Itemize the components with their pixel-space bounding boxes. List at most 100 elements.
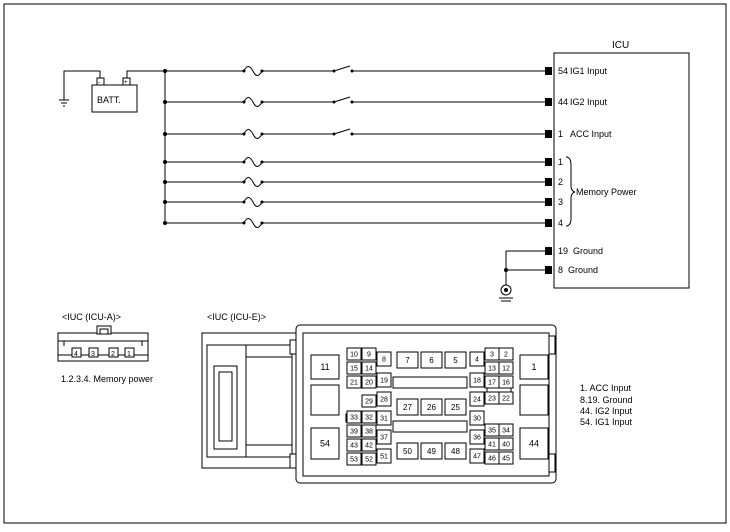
terminal-cell: 38 xyxy=(361,424,377,438)
terminal-label: 52 xyxy=(365,456,373,463)
circuit-5: 2 xyxy=(163,177,563,187)
terminal-label: 35 xyxy=(488,427,496,434)
terminal-cell: 25 xyxy=(444,398,467,416)
terminal-label: 34 xyxy=(502,427,510,434)
fuse-icon xyxy=(243,218,263,228)
terminal-cell: 51 xyxy=(376,448,392,464)
terminal-label: 23 xyxy=(488,395,496,402)
terminal-label: 10 xyxy=(350,351,358,358)
pin-ground-2-label: Ground xyxy=(568,265,598,275)
terminal-label: 45 xyxy=(502,455,510,462)
terminal-label: 47 xyxy=(473,453,481,460)
terminal-cell: 22 xyxy=(498,391,514,405)
connector-a-pin: 1 xyxy=(127,351,131,358)
pin-terminal xyxy=(545,219,552,227)
switch-icon xyxy=(333,65,351,72)
terminal-label: 18 xyxy=(473,377,481,384)
terminal-cell: 17 xyxy=(484,375,500,389)
connector-a-title: <IUC (ICU-A)> xyxy=(62,312,121,322)
terminal-cell: 44 xyxy=(519,427,549,460)
terminal-label: 41 xyxy=(488,441,496,448)
pin-number: 1 xyxy=(558,157,563,167)
terminal-cell: 36 xyxy=(469,429,485,445)
terminal-label: 6 xyxy=(429,356,434,365)
connector-a-pin: 2 xyxy=(111,351,115,358)
battery-label: BATT. xyxy=(97,95,121,105)
terminal-label: 3 xyxy=(490,351,494,358)
terminal-cell: 32 xyxy=(361,410,377,424)
pin-number: 54 xyxy=(558,66,568,76)
terminal-cell: 8 xyxy=(376,351,392,367)
terminal-label: 36 xyxy=(473,434,481,441)
terminal-label: 29 xyxy=(365,398,373,405)
terminal-cell: 31 xyxy=(376,410,392,426)
terminal-label: 49 xyxy=(427,447,436,456)
terminal-cell: 46 xyxy=(484,451,500,465)
terminal-label: 22 xyxy=(502,395,510,402)
terminal-cell: 4 xyxy=(469,351,485,367)
fuse-icon xyxy=(243,177,263,187)
terminal-label: 7 xyxy=(405,356,410,365)
pin-label: ACC Input xyxy=(570,129,612,139)
battery-box xyxy=(91,84,138,113)
terminal-cell: 3 xyxy=(484,347,500,361)
ground-circuit: 19 Ground 8 Ground xyxy=(499,246,603,302)
terminal-cell: 39 xyxy=(346,424,362,438)
pin-number: 4 xyxy=(558,218,563,228)
terminal-cell: 10 xyxy=(346,347,362,361)
terminal-label: 1 xyxy=(531,362,536,372)
terminal-label: 14 xyxy=(365,365,373,372)
terminal-cell: 13 xyxy=(484,361,500,375)
terminal-label: 9 xyxy=(367,351,371,358)
terminal-label: 26 xyxy=(427,403,436,412)
terminal-cell: 20 xyxy=(361,375,377,389)
terminal-label: 20 xyxy=(365,379,373,386)
terminal-label: 32 xyxy=(365,414,373,421)
pin-terminal xyxy=(545,178,552,186)
terminal-cell: 52 xyxy=(361,452,377,466)
circuit-6: 3 xyxy=(163,197,563,207)
memory-power-brace xyxy=(565,156,576,227)
connector-e-note: 8.19. Ground xyxy=(580,395,633,405)
terminal-cell: 47 xyxy=(469,448,485,464)
pin-terminal xyxy=(545,98,552,106)
terminal-cell: 15 xyxy=(346,361,362,375)
terminal-cell: 48 xyxy=(444,442,467,460)
pin-ground-1-label: Ground xyxy=(573,246,603,256)
switch-icon xyxy=(333,96,351,103)
terminal-label: 19 xyxy=(380,377,388,384)
icu-title: ICU xyxy=(612,40,629,51)
connector-e-note: 1. ACC Input xyxy=(580,383,632,393)
terminal-label: 51 xyxy=(380,453,388,460)
terminal-cell: 27 xyxy=(396,398,419,416)
memory-power-label: Memory Power xyxy=(576,187,637,197)
terminal-cell: 53 xyxy=(346,452,362,466)
terminal-label: 4 xyxy=(475,356,479,363)
connector-e-note: 44. IG2 Input xyxy=(580,406,633,416)
terminal-label: 2 xyxy=(504,351,508,358)
terminal-cell: 19 xyxy=(376,372,392,388)
terminal-label: 5 xyxy=(453,356,458,365)
terminal-cell: 21 xyxy=(346,375,362,389)
terminal-label: 27 xyxy=(403,403,412,412)
terminal-cell: 28 xyxy=(376,391,392,407)
terminal-cell: 42 xyxy=(361,438,377,452)
terminal-label: 31 xyxy=(380,415,388,422)
pin-terminal xyxy=(545,67,552,75)
fuse-icon xyxy=(243,157,263,167)
terminal-cell: 6 xyxy=(420,351,443,369)
terminal-cell: 43 xyxy=(346,438,362,452)
terminal-label: 15 xyxy=(350,365,358,372)
terminal-cell: 9 xyxy=(361,347,377,361)
fuse-icon xyxy=(243,97,263,107)
terminal-label: 43 xyxy=(350,442,358,449)
terminal-cell: 54 xyxy=(310,427,340,460)
terminal-label: 28 xyxy=(380,396,388,403)
connector-e-title: <IUC (ICU-E)> xyxy=(207,312,266,322)
terminal-cell: 23 xyxy=(484,391,500,405)
terminal-cell: 11 xyxy=(310,354,340,380)
